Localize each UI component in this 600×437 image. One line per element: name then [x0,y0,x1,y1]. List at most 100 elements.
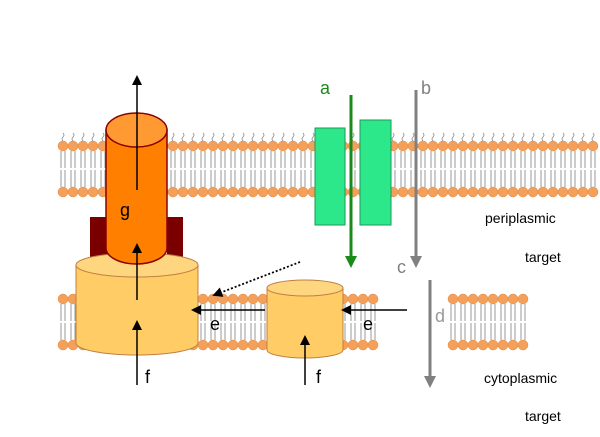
lipid-head [457,339,469,351]
lipid-head [297,186,309,198]
lipid-head [217,140,229,152]
lipid-head [557,140,569,152]
lipid-chain [221,132,225,142]
lipid-head [487,293,499,305]
lipid-head [447,140,459,152]
lipid-head [257,140,269,152]
lipid-head [557,186,569,198]
lipid-head [357,339,369,351]
lipid-chain [251,132,255,142]
lipid-head [467,140,479,152]
lipid-head [207,186,219,198]
lipid-head [207,293,219,305]
lipid-head [277,186,289,198]
arrow-dotted [212,261,301,297]
lipid-head [587,186,599,198]
lipid-chain [81,132,85,142]
label-f-small: f [316,367,322,387]
lipid-chain [211,132,215,142]
lipid-head [347,339,359,351]
lipid-head [547,186,559,198]
label-f-large: f [145,367,151,387]
lipid-head [297,140,309,152]
label-b: b [421,78,431,98]
lipid-head [77,140,89,152]
lipid-chain [201,132,205,142]
lipid-head [207,339,219,351]
lipid-head [567,140,579,152]
lipid-head [237,339,249,351]
lipid-head [197,140,209,152]
lipid-head [87,186,99,198]
channel-right [359,119,392,226]
lipid-head [57,293,69,305]
lipid-chain [451,132,455,142]
lipid-head [247,293,259,305]
label-e-large: e [210,314,220,334]
lipid-head [527,140,539,152]
lipid-head [227,186,239,198]
label-c: c [397,257,406,277]
lipid-head [237,140,249,152]
lipid-head [547,140,559,152]
lipid-head [87,140,99,152]
lipid-head [507,339,519,351]
label-target-2: target [525,408,561,424]
lipid-head [227,140,239,152]
lipid-chain [281,132,285,142]
lipid-head [177,140,189,152]
lipid-head [397,140,409,152]
lipid-chain [581,132,585,142]
lipid-head [497,186,509,198]
lipid-head [167,140,179,152]
lipid-chain [301,132,305,142]
lipid-head [467,293,479,305]
lipid-head [287,186,299,198]
inner-transporter-small [266,279,344,359]
channel-left [314,127,346,226]
lipid-head [587,140,599,152]
lipid-head [397,186,409,198]
lipid-head [367,339,379,351]
lipid-head [247,339,259,351]
lipid-chain [591,132,595,142]
label-periplasmic: periplasmic [485,210,556,226]
lipid-head [67,140,79,152]
lipid-head [477,140,489,152]
lipid-head [177,186,189,198]
lipid-chain [171,132,175,142]
lipid-head [457,186,469,198]
lipid-head [217,339,229,351]
lipid-head [277,140,289,152]
lipid-chain [101,132,105,142]
lipid-head [447,186,459,198]
adaptor-left [90,217,107,265]
lipid-head [237,186,249,198]
lipid-head [527,186,539,198]
lipid-head [437,140,449,152]
lipid-head [227,339,239,351]
lipid-head [237,293,249,305]
lipid-head [167,186,179,198]
lipid-head [537,140,549,152]
lipid-chain [481,132,485,142]
lipid-chain [181,132,185,142]
lipid-head [417,186,429,198]
lipid-chain [271,132,275,142]
lipid-chain [491,132,495,142]
lipid-chain [401,132,405,142]
lipid-head [247,186,259,198]
lipid-head [517,339,529,351]
lipid-head [287,140,299,152]
label-g: g [120,200,130,220]
lipid-head [417,140,429,152]
lipid-head [427,186,439,198]
lipid-chain [431,132,435,142]
lipid-head [507,293,519,305]
lipid-head [577,140,589,152]
lipid-chain [241,132,245,142]
lipid-chain [231,132,235,142]
lipid-head [497,339,509,351]
